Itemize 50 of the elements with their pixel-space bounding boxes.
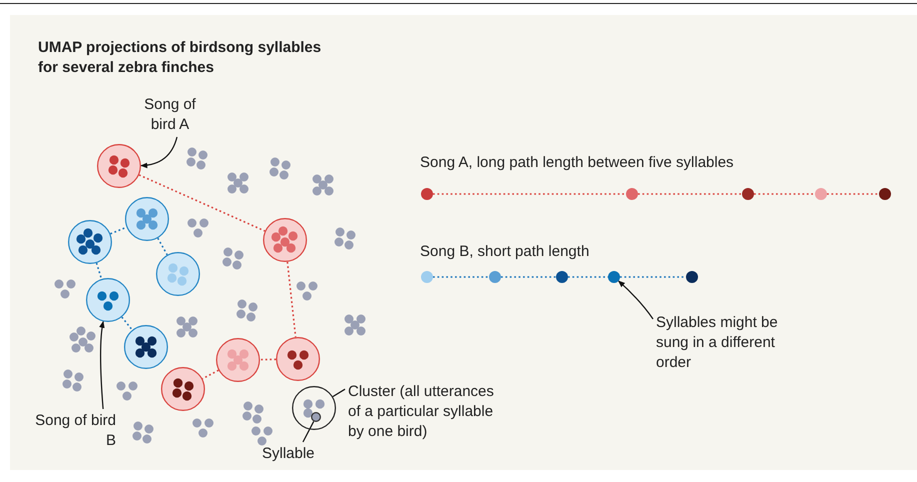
syllable-dot xyxy=(626,188,638,200)
chart-title: UMAP projections of birdsong syllables for several zebra finches xyxy=(38,38,322,78)
leader-arrow xyxy=(618,280,654,320)
syllable-dot xyxy=(421,271,433,283)
dotted-path-line xyxy=(433,276,489,278)
syllable-cluster-circle xyxy=(161,367,205,411)
dotted-path-line xyxy=(110,226,127,235)
dotted-path-line xyxy=(138,174,266,232)
dotted-path-line xyxy=(620,276,686,278)
syllable-dot xyxy=(879,188,891,200)
path-heading: Song B, short path length xyxy=(420,242,590,262)
dotted-path-line xyxy=(754,193,815,195)
syllable-cluster-circle xyxy=(263,218,307,262)
cluster-circle xyxy=(292,386,336,430)
leader-line xyxy=(332,388,346,398)
annotation-text: Song of bird A xyxy=(135,95,205,135)
annotation-text: Cluster (all utterances of a particular syllable by one bird) xyxy=(348,382,498,442)
syllable-dot xyxy=(556,271,568,283)
syllable-dot xyxy=(608,271,620,283)
dotted-path-line xyxy=(202,370,219,380)
syllable-cluster-circle xyxy=(276,337,320,381)
dotted-path-line xyxy=(568,276,608,278)
dotted-path-line xyxy=(638,193,742,195)
syllable-cluster-circle xyxy=(68,220,112,264)
syllable-dot xyxy=(815,188,827,200)
annotation-text: Syllables might be sung in a different order xyxy=(656,313,791,373)
syllable-dot xyxy=(489,271,501,283)
dotted-path-line xyxy=(286,262,296,338)
annotation-text: Song of bird B xyxy=(30,411,116,451)
path-heading: Song A, long path length between five syllables xyxy=(420,153,734,173)
syllable-cluster-circle xyxy=(156,252,200,296)
syllable-dot xyxy=(742,188,754,200)
syllable-cluster-circle xyxy=(86,278,130,322)
syllable-dot xyxy=(421,188,433,200)
dotted-path-line xyxy=(433,193,626,195)
dotted-path-line xyxy=(501,276,556,278)
dotted-path-line xyxy=(827,193,879,195)
dotted-path-line xyxy=(157,238,168,256)
syllable-cluster-circle xyxy=(216,338,260,382)
dotted-path-line xyxy=(96,262,102,280)
leader-arrow xyxy=(99,320,105,410)
syllable-cluster-circle xyxy=(97,144,141,188)
syllable-cluster-circle xyxy=(124,325,168,369)
syllable-cluster-circle xyxy=(125,197,169,241)
leader-arrow xyxy=(140,136,178,168)
leader-line xyxy=(302,421,314,442)
dotted-path-line xyxy=(121,316,133,330)
syllable-dot xyxy=(686,271,698,283)
annotation-text: Syllable xyxy=(262,444,315,464)
dotted-path-line xyxy=(260,358,276,360)
